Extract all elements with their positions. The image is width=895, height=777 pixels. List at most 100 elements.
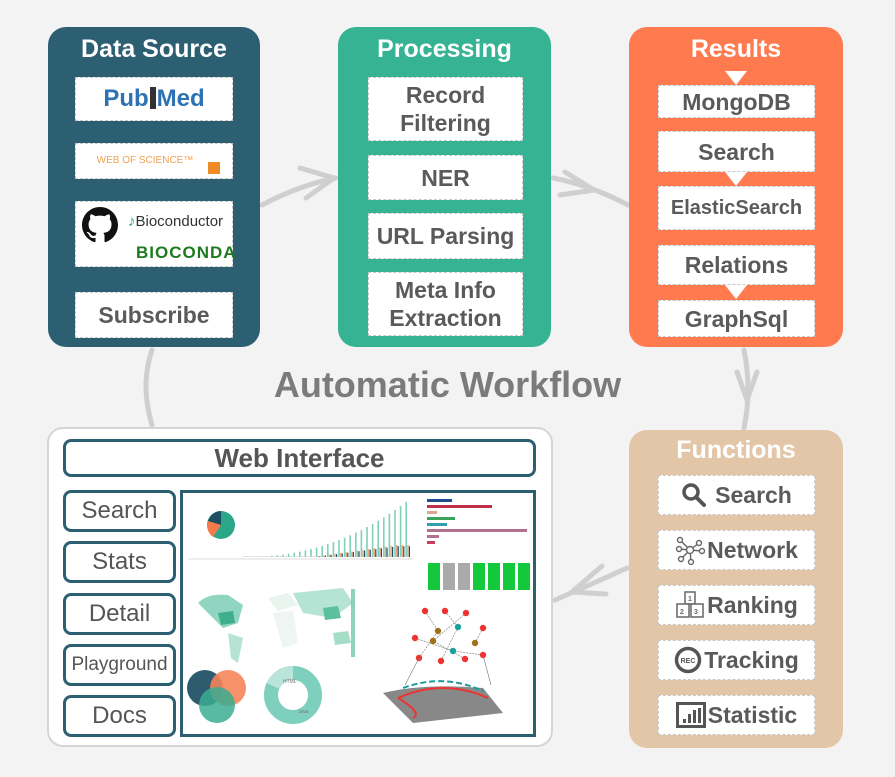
- results-title: Results: [690, 35, 782, 63]
- bar-mark: [327, 544, 329, 557]
- bar-mark: [383, 517, 385, 557]
- bar-mark: [349, 535, 351, 557]
- subscribe-box[interactable]: Subscribe: [75, 292, 233, 338]
- hbar-mark: [427, 511, 437, 514]
- bar-mark: [304, 550, 307, 557]
- connector-web-to-source: [143, 347, 155, 428]
- network-node: [449, 647, 457, 655]
- function-tracking[interactable]: REC Tracking: [658, 640, 815, 680]
- data-source-title: Data Source: [81, 35, 227, 63]
- web-of-science-logo-box[interactable]: WEB OF SCIENCE™: [75, 143, 233, 179]
- svg-text:REC: REC: [681, 658, 696, 665]
- result-graphsql[interactable]: GraphSql: [658, 300, 815, 337]
- web-of-science-logo: WEB OF SCIENCE™: [96, 155, 194, 166]
- bar-mark: [356, 550, 359, 557]
- result-elasticsearch[interactable]: ElasticSearch: [658, 186, 815, 230]
- function-network[interactable]: Network: [658, 530, 815, 570]
- network-edge: [432, 640, 466, 660]
- step-url-parsing[interactable]: URL Parsing: [368, 213, 523, 259]
- bar-mark: [388, 513, 391, 557]
- network-node: [437, 657, 445, 665]
- bar-mark: [401, 545, 403, 557]
- bar-mark: [328, 554, 331, 557]
- bar-mark: [362, 549, 364, 557]
- step-label-line2: Filtering: [400, 110, 491, 136]
- github-bioconductor-bioconda-logo-box[interactable]: ♪Bioconductor BIOCONDA: [75, 201, 236, 267]
- bar-mark: [373, 548, 375, 557]
- bar-mark: [341, 553, 343, 557]
- function-search[interactable]: Search: [658, 475, 815, 515]
- function-statistic[interactable]: Statistic: [658, 695, 815, 735]
- bar-mark: [358, 551, 360, 557]
- dashboard-preview: HTML Java: [180, 490, 536, 737]
- status-block: [458, 563, 470, 590]
- bar-mark: [371, 523, 374, 557]
- network-node: [462, 609, 470, 617]
- result-search[interactable]: Search: [658, 131, 815, 172]
- bar-mark: [377, 520, 379, 557]
- pie-chart-thumbnail: [207, 511, 235, 539]
- function-label: Tracking: [704, 647, 799, 673]
- workflow-title: Automatic Workflow: [273, 364, 622, 405]
- rec-icon: REC: [674, 646, 702, 674]
- processing-panel: Processing Record Filtering NER URL Pars…: [338, 27, 551, 347]
- network-node: [441, 607, 449, 615]
- bioconductor-logo: ♪Bioconductor: [128, 213, 224, 230]
- nav-search[interactable]: Search: [63, 490, 176, 532]
- bar-mark: [369, 549, 371, 557]
- network-edge: [418, 630, 439, 659]
- network-edge: [432, 612, 467, 642]
- network-arrow: [482, 654, 492, 686]
- function-label: Search: [715, 482, 792, 508]
- bar-mark: [355, 532, 357, 557]
- network-thumbnail: [404, 607, 492, 686]
- bar-mark: [340, 553, 342, 557]
- function-label: Network: [707, 537, 798, 563]
- network-edge: [440, 626, 459, 662]
- hbar-mark: [427, 535, 439, 538]
- status-block: [503, 563, 515, 590]
- network-node: [471, 639, 479, 647]
- donut-chart-thumbnail: HTML Java: [264, 666, 322, 724]
- network-icon: [675, 536, 706, 565]
- bar-mark: [243, 556, 245, 557]
- network-edge: [424, 610, 439, 632]
- web-of-science-badge-icon: [208, 162, 220, 174]
- flow-arrow-icon: [725, 285, 747, 299]
- function-label: Statistic: [707, 702, 798, 728]
- result-mongodb[interactable]: MongoDB: [658, 85, 815, 118]
- bar-mark: [403, 546, 405, 557]
- step-label-line2: Extraction: [389, 305, 502, 331]
- nav-docs[interactable]: Docs: [63, 695, 176, 737]
- result-relations[interactable]: Relations: [658, 245, 815, 285]
- bar-mark: [351, 551, 353, 557]
- nav-playground[interactable]: Playground: [63, 644, 176, 686]
- status-block: [428, 563, 440, 590]
- arrow-head-results-functions: [734, 369, 760, 408]
- hbar-mark: [427, 505, 492, 508]
- bar-mark: [332, 542, 335, 557]
- step-meta-info-extraction[interactable]: Meta Info Extraction: [368, 272, 523, 336]
- bar-mark: [360, 529, 363, 557]
- nav-stats[interactable]: Stats: [63, 541, 176, 583]
- bar-mark: [347, 552, 349, 557]
- svg-text:2: 2: [680, 609, 684, 616]
- hbar-mark: [427, 517, 455, 520]
- step-record-filtering[interactable]: Record Filtering: [368, 77, 523, 141]
- network-node: [479, 624, 487, 632]
- bar-mark: [338, 540, 340, 557]
- step-ner[interactable]: NER: [368, 155, 523, 200]
- bar-mark: [408, 546, 410, 557]
- bar-mark: [368, 549, 370, 557]
- connector-functions-to-web: [552, 565, 630, 603]
- network-node: [429, 637, 437, 645]
- nav-detail[interactable]: Detail: [63, 593, 176, 635]
- hbar-mark: [427, 529, 527, 532]
- network-arrow: [404, 657, 420, 686]
- status-blocks-thumbnail: [428, 563, 530, 590]
